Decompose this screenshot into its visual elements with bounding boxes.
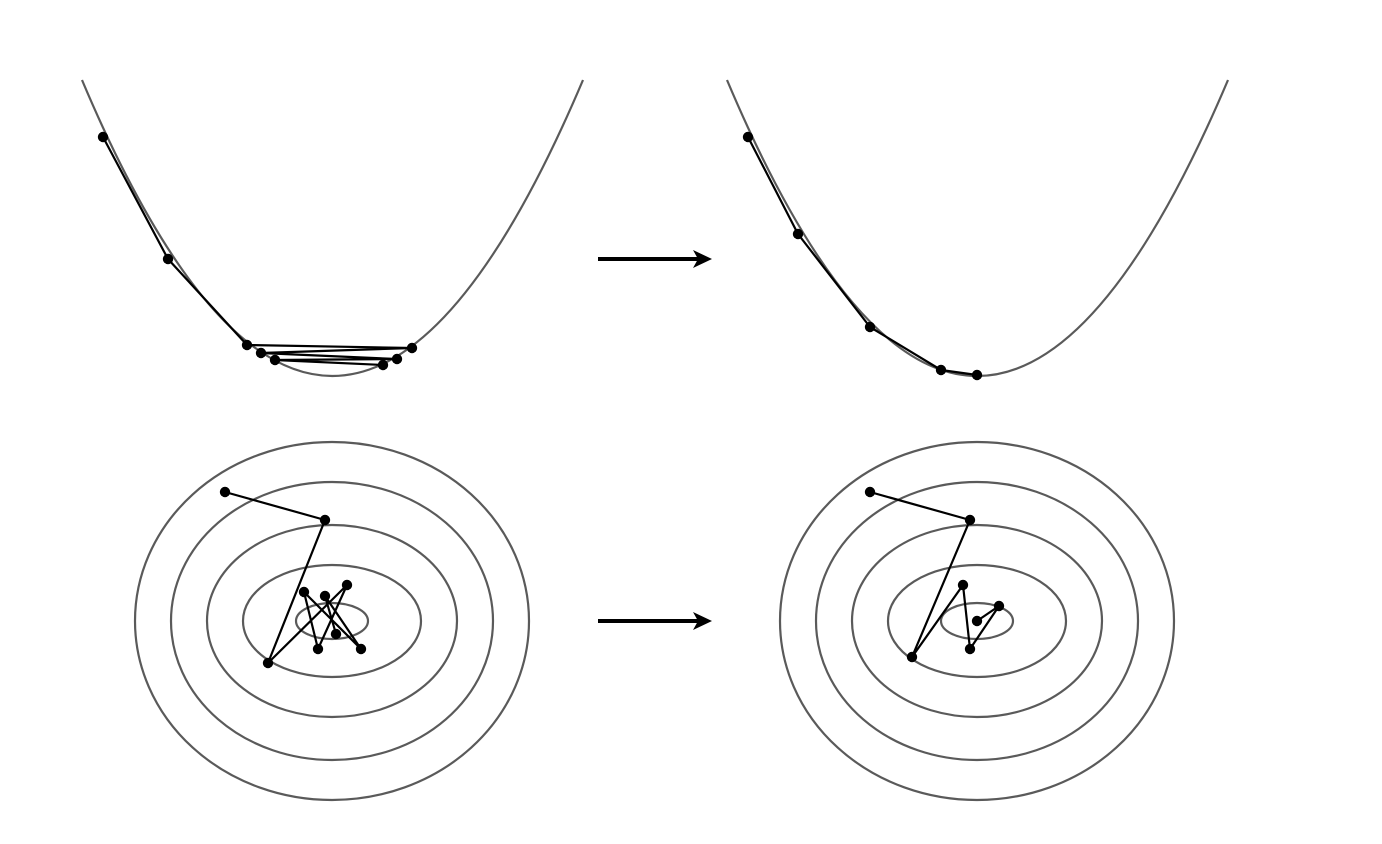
right-arrow-icon — [598, 250, 712, 268]
step-points — [219, 486, 367, 669]
step-point-3 — [906, 651, 918, 663]
optimizer-path — [102, 136, 414, 367]
panel-contour-smooth — [778, 440, 1176, 802]
step-point-7 — [355, 643, 367, 655]
step-point-1 — [219, 486, 231, 498]
step-point-9 — [330, 628, 342, 640]
step-point-8 — [319, 590, 331, 602]
contour-ring-5 — [294, 601, 370, 641]
optimizer-path — [224, 490, 363, 665]
contour-ring-2 — [814, 480, 1140, 762]
loss-parabola-curve — [725, 79, 1230, 377]
step-point-1 — [864, 486, 876, 498]
loss-parabola-curve — [80, 79, 585, 377]
step-point-1 — [742, 131, 754, 143]
step-point-2 — [964, 514, 976, 526]
step-point-6 — [391, 353, 403, 365]
step-point-6 — [298, 586, 310, 598]
step-point-4 — [957, 579, 969, 591]
step-point-2 — [162, 253, 174, 265]
step-point-5 — [312, 643, 324, 655]
contour-ring-4 — [241, 563, 423, 679]
step-point-5 — [255, 347, 267, 359]
contour-ring-3 — [205, 523, 459, 719]
step-point-5 — [964, 643, 976, 655]
step-point-8 — [377, 359, 389, 371]
optimizer-path — [747, 136, 978, 377]
panel-parabola-oscillating — [80, 79, 585, 377]
step-point-4 — [341, 579, 353, 591]
contour-ring-2 — [169, 480, 495, 762]
step-point-5 — [971, 369, 983, 381]
step-point-4 — [406, 342, 418, 354]
step-points — [97, 131, 418, 371]
contour-ring-1 — [778, 440, 1176, 802]
panel-contour-oscillating — [133, 440, 531, 802]
step-point-2 — [792, 228, 804, 240]
step-point-1 — [97, 131, 109, 143]
step-point-6 — [993, 600, 1005, 612]
right-arrow-icon — [598, 612, 712, 630]
contour-ring-4 — [886, 563, 1068, 679]
step-point-3 — [864, 321, 876, 333]
step-point-3 — [241, 339, 253, 351]
panel-parabola-smooth — [725, 79, 1230, 381]
step-points — [742, 131, 983, 381]
step-points — [864, 486, 1005, 663]
step-point-7 — [269, 354, 281, 366]
contour-ring-3 — [850, 523, 1104, 719]
step-point-3 — [262, 657, 274, 669]
step-point-4 — [935, 364, 947, 376]
step-point-2 — [319, 514, 331, 526]
step-point-7 — [971, 615, 983, 627]
contour-ring-1 — [133, 440, 531, 802]
